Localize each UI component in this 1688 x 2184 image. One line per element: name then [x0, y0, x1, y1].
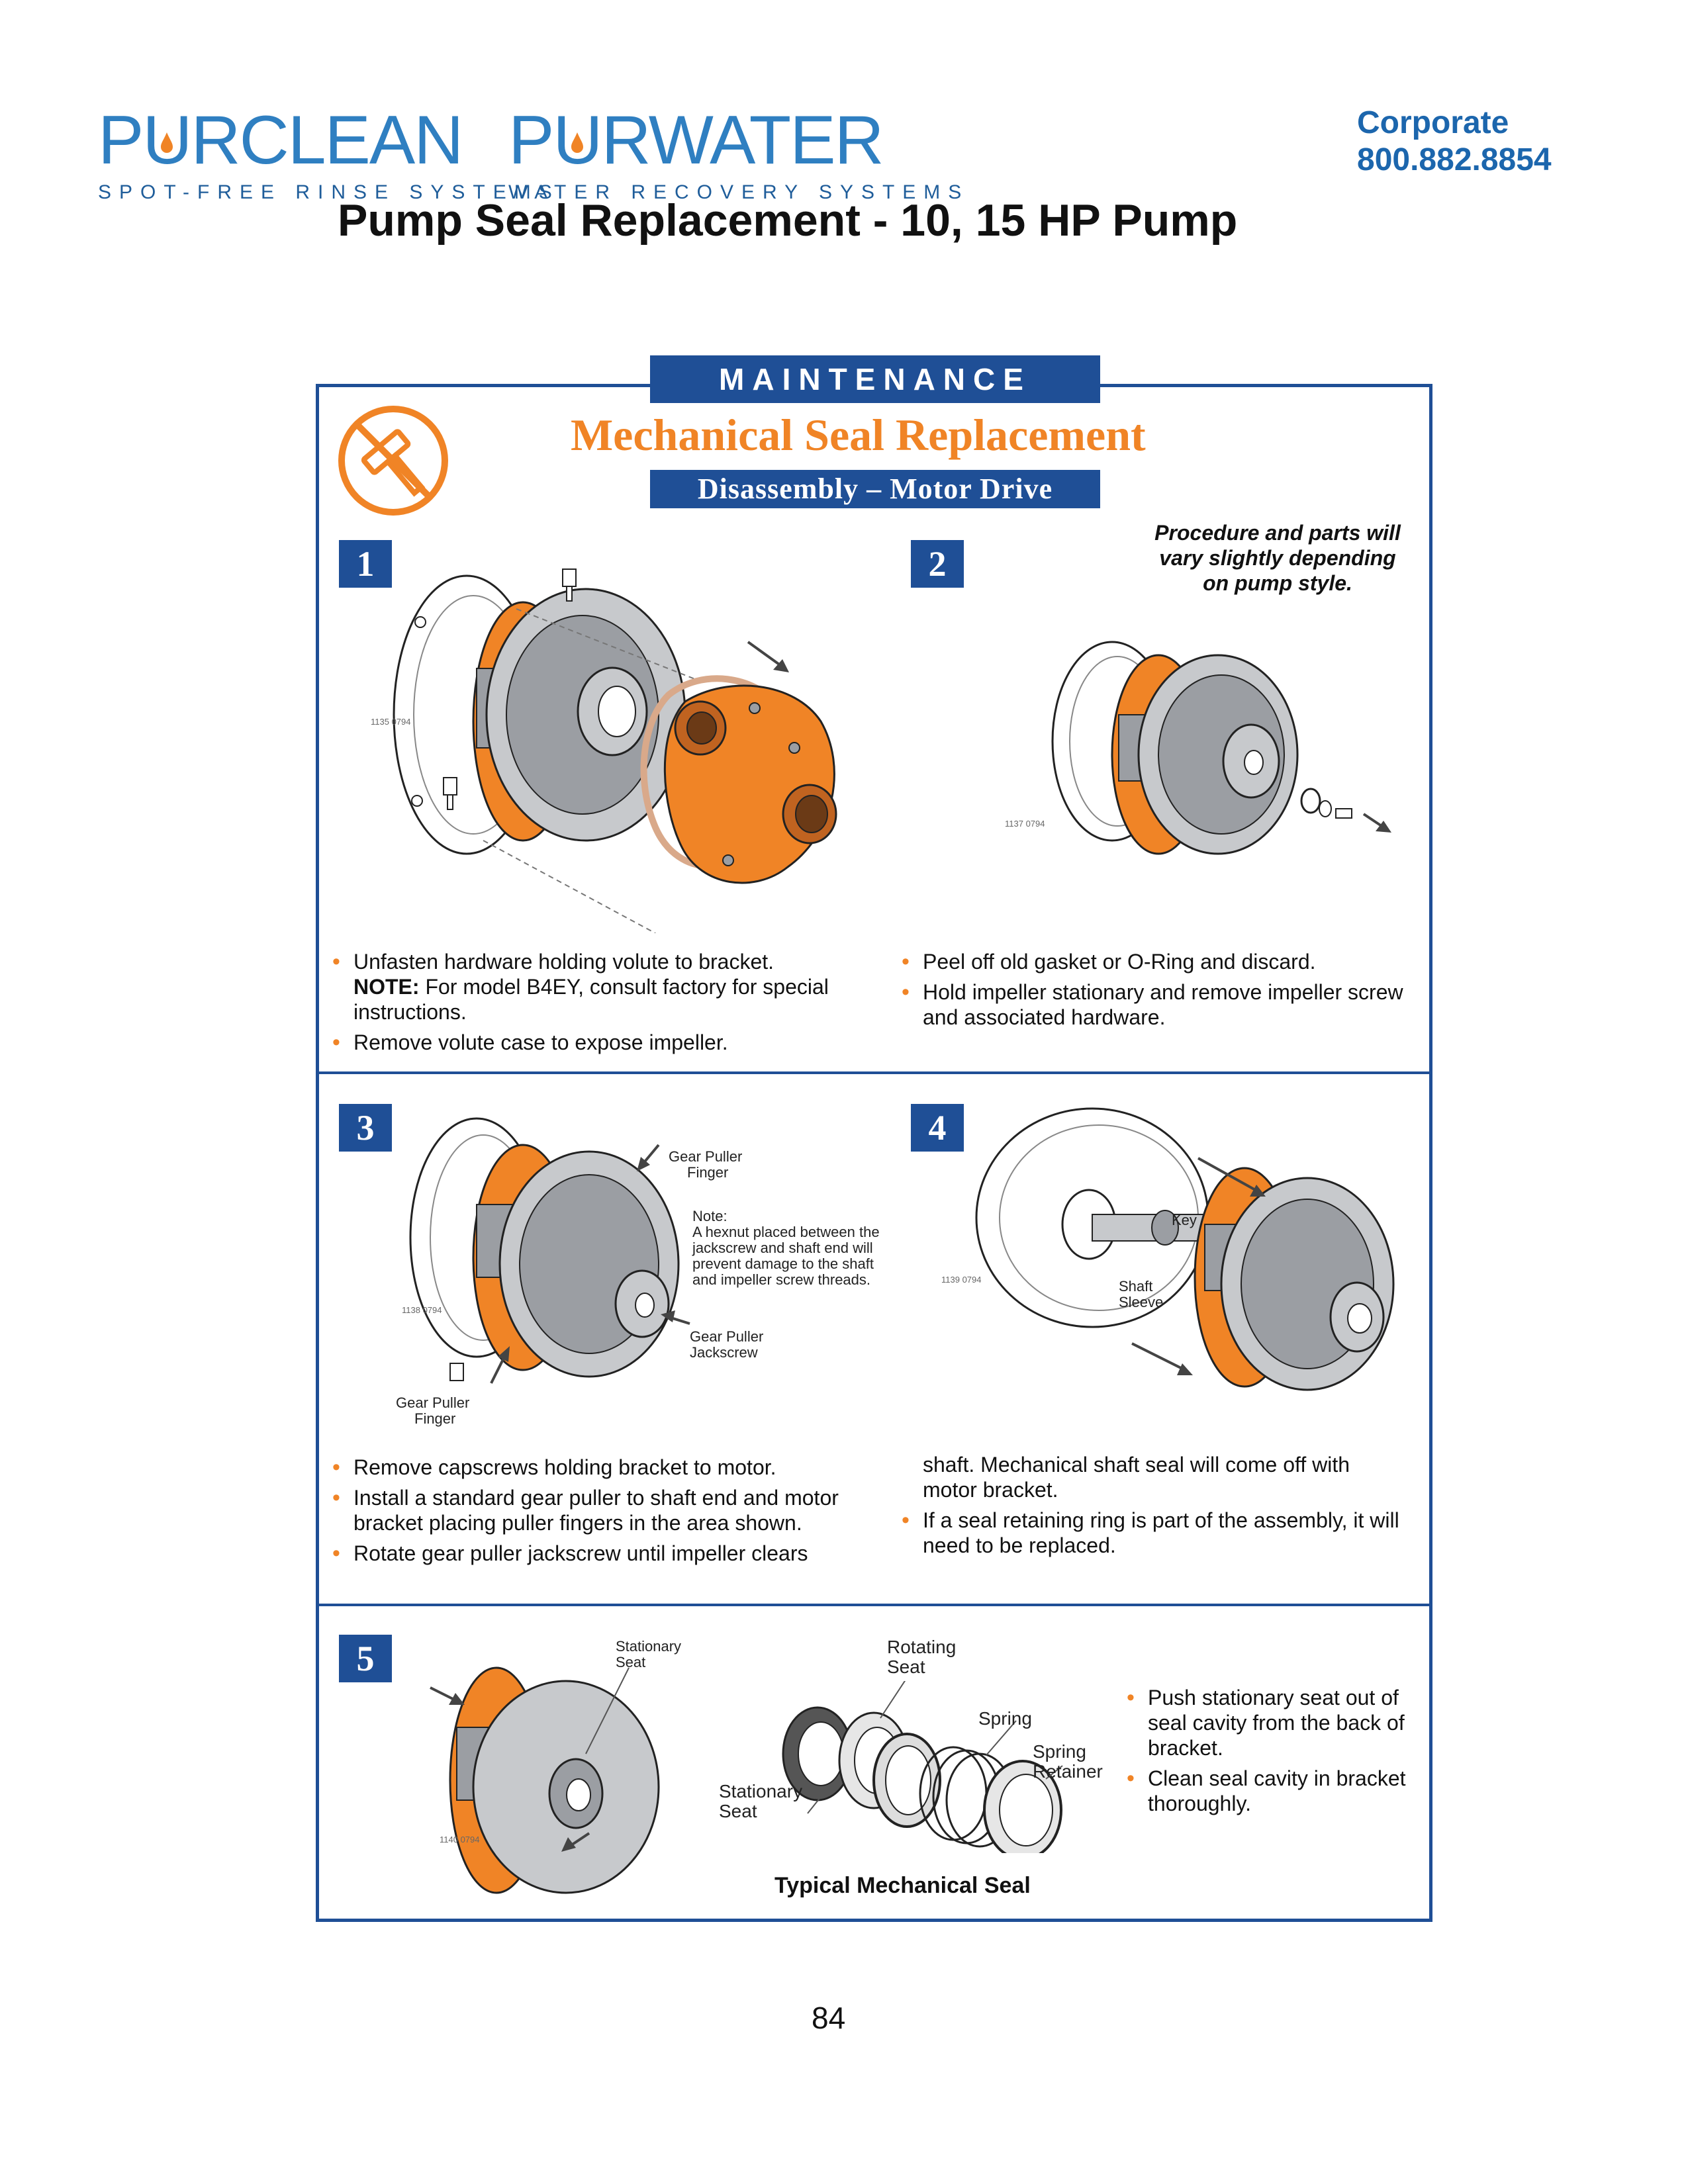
label-gear-puller-jackscrew: Gear Puller Jackscrew: [690, 1329, 763, 1361]
section-title: Mechanical Seal Replacement: [571, 410, 1146, 460]
note-label: NOTE:: [353, 975, 420, 999]
label-line: Jackscrew: [690, 1344, 758, 1361]
label-line: Gear Puller: [690, 1328, 764, 1345]
step-number-3: 3: [339, 1104, 392, 1152]
bullet-item: Peel off old gasket or O-Ring and discar…: [900, 949, 1403, 974]
page-number: 84: [812, 2001, 846, 2035]
page-title: Pump Seal Replacement - 10, 15 HP Pump: [338, 195, 1238, 246]
label-line: Sleeve: [1119, 1294, 1164, 1310]
label-hexnut-note: Note: A hexnut placed between the jacksc…: [692, 1208, 880, 1288]
label-key: Key: [1172, 1212, 1197, 1228]
step2-illustration: [1051, 641, 1391, 855]
label-line: Retainer: [1033, 1761, 1103, 1782]
label-line: Spring: [1033, 1741, 1086, 1762]
step4-instructions: shaft. Mechanical shaft seal will come o…: [900, 1452, 1403, 1563]
brand-tagline: SPOT-FREE RINSE SYSTEMS: [98, 181, 560, 203]
droplet-letter-u: U: [553, 106, 602, 175]
bullet-item: Remove volute case to expose impeller.: [331, 1030, 880, 1055]
bullet-item: Install a standard gear puller to shaft …: [331, 1485, 861, 1535]
label-line: Shaft: [1119, 1278, 1153, 1295]
procedure-note: Procedure and parts will vary slightly d…: [1139, 520, 1417, 596]
droplet-letter-u: U: [142, 106, 192, 175]
label-stationary-seat-top: Stationary Seat: [616, 1639, 681, 1670]
brand-letters: RWATER: [601, 102, 884, 179]
step3-illustration: [409, 1117, 690, 1384]
brand-letters: RCLEAN: [191, 102, 463, 179]
continuation-text: shaft. Mechanical shaft seal will come o…: [923, 1453, 1350, 1502]
label-line: Seat: [887, 1657, 925, 1677]
label-line: Finger: [414, 1410, 456, 1427]
label-rotating-seat: Rotating Seat: [887, 1637, 956, 1677]
label-line: Gear Puller: [669, 1148, 743, 1165]
brand-tagline: WATER RECOVERY SYSTEMS: [508, 181, 970, 203]
step-number-1: 1: [339, 540, 392, 588]
label-spring-retainer: Spring Retainer: [1033, 1742, 1103, 1782]
corporate-phone[interactable]: 800.882.8854: [1357, 142, 1552, 177]
label-shaft-sleeve: Shaft Sleeve: [1119, 1279, 1163, 1310]
corporate-contact: Corporate 800.882.8854: [1357, 105, 1552, 179]
bullet-item: Unfasten hardware holding volute to brac…: [331, 949, 880, 1024]
figure-code: 1140 0794: [440, 1835, 480, 1844]
brand-logo-purwater: PURWATER WATER RECOVERY SYSTEMS: [508, 106, 969, 204]
bullet-item: Remove capscrews holding bracket to moto…: [331, 1455, 861, 1480]
step5-bracket-illustration: [430, 1666, 660, 1894]
brand-letter: P: [508, 102, 554, 179]
step-number-4: 4: [911, 1104, 964, 1152]
bullet-item: Rotate gear puller jackscrew until impel…: [331, 1541, 861, 1566]
bullet-text: Unfasten hardware holding volute to brac…: [353, 950, 774, 974]
bullet-item: Hold impeller stationary and remove impe…: [900, 979, 1403, 1030]
step1-illustration: [393, 569, 837, 933]
label-line: Seat: [616, 1654, 646, 1670]
label-spring: Spring: [978, 1708, 1032, 1729]
brand-logo-purclean: PURCLEAN SPOT-FREE RINSE SYSTEMS: [98, 106, 560, 204]
mechanical-seal-exploded-illustration: [782, 1681, 1063, 1853]
step4-illustration: [975, 1107, 1395, 1391]
bullet-item: Push stationary seat out of seal cavity …: [1125, 1685, 1417, 1760]
note-line: vary slightly depending: [1159, 546, 1396, 570]
bullet-item: Clean seal cavity in bracket thoroughly.: [1125, 1766, 1417, 1816]
figure-code: 1137 0794: [1005, 819, 1045, 829]
label-stationary-seat-bottom: Stationary Seat: [719, 1782, 802, 1821]
water-drop-icon: [571, 132, 584, 153]
label-line: A hexnut placed between the: [692, 1224, 880, 1240]
step1-instructions: Unfasten hardware holding volute to brac…: [331, 949, 880, 1060]
label-line: Stationary: [616, 1638, 682, 1655]
no-hammer-icon: [338, 406, 448, 516]
brand-wordmark: PURCLEAN: [98, 106, 560, 175]
label-gear-puller-finger-top: Gear Puller Finger: [669, 1149, 742, 1181]
label-line: Seat: [719, 1801, 757, 1821]
brand-wordmark: PURWATER: [508, 106, 969, 175]
section-subtitle-band: Disassembly – Motor Drive: [650, 470, 1100, 508]
figure-code: 1138 0794: [402, 1305, 442, 1315]
divider: [316, 1071, 1432, 1074]
label-line: Note:: [692, 1208, 727, 1224]
step-number-5: 5: [339, 1635, 392, 1682]
label-line: prevent damage to the shaft: [692, 1255, 874, 1272]
brand-letter: P: [98, 102, 144, 179]
bullet-item: If a seal retaining ring is part of the …: [900, 1508, 1403, 1558]
label-line: and impeller screw threads.: [692, 1271, 871, 1288]
label-line: jackscrew and shaft end will: [692, 1240, 873, 1256]
maintenance-band: MAINTENANCE: [650, 355, 1100, 403]
note-line: on pump style.: [1203, 571, 1352, 595]
step5-instructions: Push stationary seat out of seal cavity …: [1125, 1685, 1417, 1821]
step2-instructions: Peel off old gasket or O-Ring and discar…: [900, 949, 1403, 1035]
label-line: Rotating: [887, 1637, 957, 1657]
label-line: Finger: [687, 1164, 729, 1181]
water-drop-icon: [161, 132, 173, 153]
label-line: Stationary: [719, 1781, 803, 1801]
step3-instructions: Remove capscrews holding bracket to moto…: [331, 1455, 861, 1571]
corporate-label: Corporate: [1357, 105, 1509, 140]
label-line: Gear Puller: [396, 1394, 470, 1411]
label-gear-puller-finger-bottom: Gear Puller Finger: [396, 1395, 469, 1427]
step-number-2: 2: [911, 540, 964, 588]
note-text: For model B4EY, consult factory for spec…: [353, 975, 829, 1024]
figure-code: 1135 0794: [371, 717, 411, 727]
note-line: Procedure and parts will: [1154, 521, 1401, 545]
figure-code: 1139 0794: [941, 1275, 982, 1285]
seal-figure-caption: Typical Mechanical Seal: [774, 1873, 1031, 1898]
divider: [316, 1604, 1432, 1606]
